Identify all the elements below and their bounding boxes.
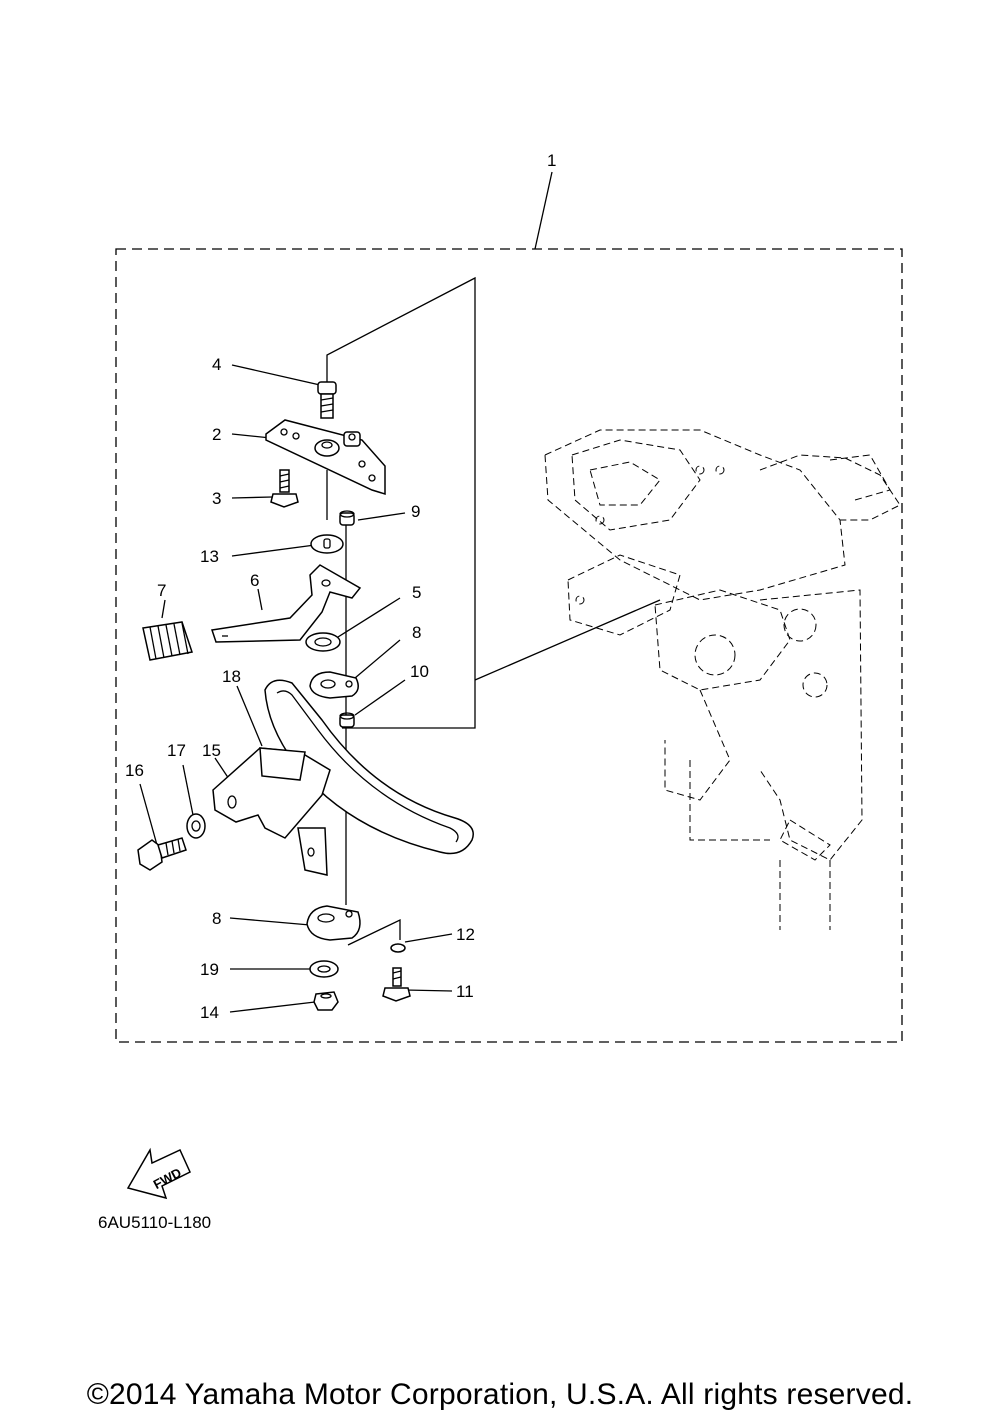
- callout-15: 15: [202, 741, 221, 760]
- part-14-nut: [313, 991, 339, 1011]
- part-11-bolt: [382, 967, 411, 1002]
- diagram-code: 6AU5110-L180: [98, 1213, 212, 1232]
- part-12-washer: [390, 943, 406, 953]
- part-13-washer: [310, 534, 344, 554]
- callout-1: 1: [547, 151, 556, 170]
- callout-13: 13: [200, 547, 219, 566]
- part-9-collar: [339, 510, 355, 526]
- callout-11: 11: [456, 982, 474, 1001]
- callout-14: 14: [200, 1003, 219, 1022]
- callout-leaders: [139, 364, 453, 1013]
- callout-numbers: 1 4 2 3 9 13 6 7 5 8 10 18 15 17 16 8 12…: [125, 151, 556, 1022]
- callout-17: 17: [167, 741, 186, 760]
- part-8-bushing-upper: [309, 671, 359, 699]
- part-5-washer: [305, 632, 341, 652]
- callout-5: 5: [412, 583, 421, 602]
- callout-10: 10: [410, 662, 429, 681]
- callout-16: 16: [125, 761, 144, 780]
- part-17-washer: [186, 813, 206, 839]
- part-19-washer: [309, 960, 339, 978]
- engine-bracket-outline: [544, 429, 901, 930]
- callout-2: 2: [212, 425, 221, 444]
- part-4-screw: [317, 381, 337, 419]
- part-7-grip: [142, 621, 193, 661]
- callout-12: 12: [456, 925, 475, 944]
- part-10-collar: [339, 712, 355, 728]
- callout-4: 4: [212, 355, 221, 374]
- callout-6: 6: [250, 571, 259, 590]
- part-6-lever: [211, 564, 362, 643]
- copyright-notice: ©2014 Yamaha Motor Corporation, U.S.A. A…: [86, 1378, 914, 1411]
- callout-9: 9: [411, 502, 420, 521]
- callout-3: 3: [212, 489, 221, 508]
- part-3-bolt: [270, 469, 299, 508]
- fwd-arrow-icon: FWD: [126, 1147, 191, 1200]
- callout-8-upper: 8: [412, 623, 421, 642]
- part-8-bushing-lower: [306, 905, 361, 941]
- callout-8-lower: 8: [212, 909, 221, 928]
- part-2-plate: [265, 419, 386, 496]
- part-15-bracket: [212, 747, 331, 876]
- assembly-boundary: [115, 248, 903, 1043]
- callout-18: 18: [222, 667, 241, 686]
- part-16-bolt: [137, 837, 187, 871]
- callout-7: 7: [157, 581, 166, 600]
- callout-19: 19: [200, 960, 219, 979]
